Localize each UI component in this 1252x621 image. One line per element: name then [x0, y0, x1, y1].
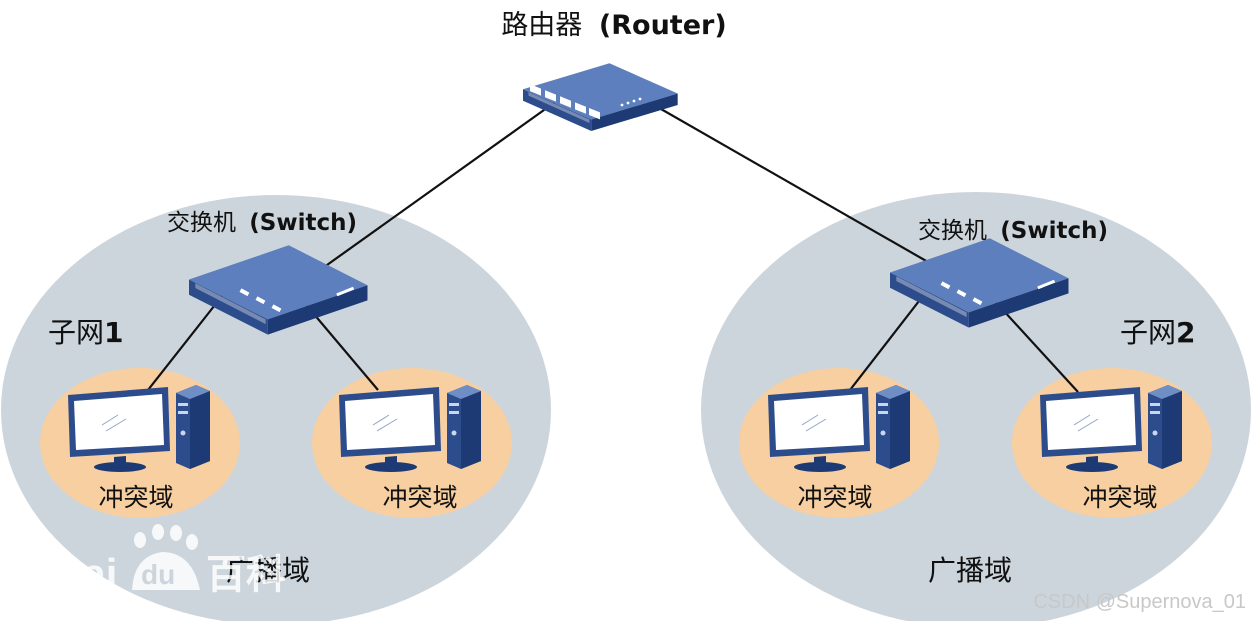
broadcast-domain-label-1: 广播域 [226, 554, 310, 587]
switch-label-2: 交换机 (Switch) [918, 218, 1108, 244]
collision-domain-label-4: 冲突域 [1082, 483, 1157, 512]
subnet-label-2: 子网2 [1120, 316, 1196, 349]
switch-ports-2 [940, 279, 1056, 306]
baidu-watermark: Bai du 百科 [52, 524, 286, 597]
collision-domain-label-1: 冲突域 [98, 483, 173, 512]
router-icon [523, 63, 678, 131]
link-router-switch2 [653, 104, 929, 263]
collision-domain-label-2: 冲突域 [382, 483, 457, 512]
collision-domain-label-3: 冲突域 [797, 483, 872, 512]
switch-ports-1 [239, 286, 355, 313]
paw-icon [132, 524, 200, 590]
router-label: 路由器 (Router) [501, 10, 726, 41]
switch-label-1: 交换机 (Switch) [167, 210, 357, 236]
csdn-watermark: CSDN @Supernova_01 [1033, 591, 1246, 613]
subnet-label-1: 子网1 [48, 316, 124, 349]
link-switch2-pc1 [849, 291, 927, 391]
link-router-switch1 [319, 99, 559, 271]
router-ports [530, 84, 642, 120]
svg-text:Bai: Bai [52, 550, 117, 597]
svg-text:du: du [141, 559, 175, 590]
svg-text:百科: 百科 [206, 553, 286, 597]
link-switch1-pc1 [147, 295, 223, 391]
broadcast-domain-label-2: 广播域 [928, 554, 1012, 587]
